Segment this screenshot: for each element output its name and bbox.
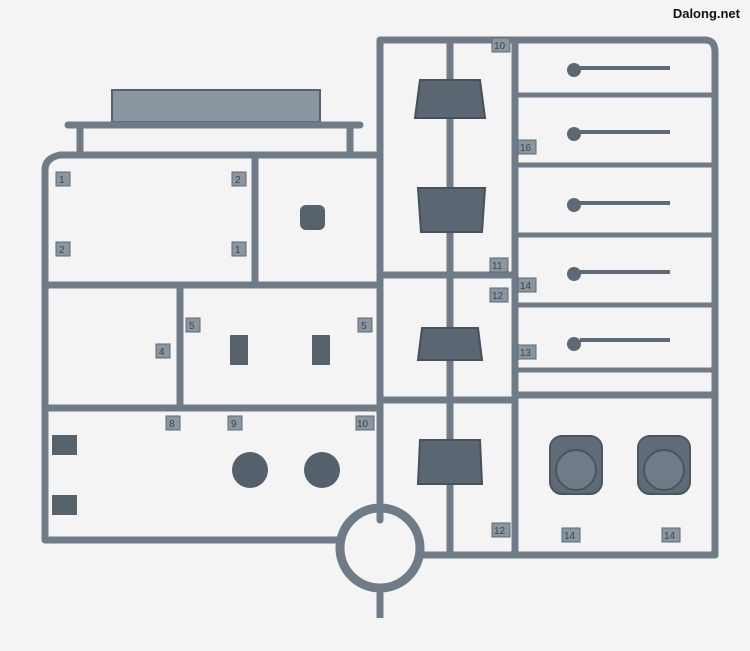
part-label: 13 [520,348,532,359]
part-label: 12 [494,526,506,537]
round-parts [549,435,691,495]
clear-parts [232,452,340,488]
part-label: 4 [159,347,165,358]
part-label: 8 [169,419,175,430]
part-label: 14 [520,281,532,292]
part-label: 14 [564,531,576,542]
part-number-tabs: 1 2 2 1 5 4 5 8 9 10 11 12 13 14 16 12 1… [55,37,681,543]
part-label: 1 [59,175,65,186]
part-label: 5 [361,321,367,332]
weapon-rods [567,63,670,351]
part-label: 11 [492,261,503,272]
small-parts [52,205,330,515]
part-label: 10 [357,419,369,430]
part-label: 10 [494,41,506,52]
part-label: 9 [231,419,237,430]
watermark-text: Dalong.net [672,6,740,21]
runner-frame [41,36,719,559]
armor-parts [413,79,487,485]
sprue-tag-plate [111,89,321,123]
part-label: 2 [59,245,65,256]
part-label: 14 [664,531,676,542]
part-label: 1 [235,245,241,256]
part-label: 16 [520,143,532,154]
part-label: 12 [492,291,504,302]
right-rungs [515,92,715,373]
part-label: 2 [235,175,241,186]
part-label: 5 [189,321,195,332]
